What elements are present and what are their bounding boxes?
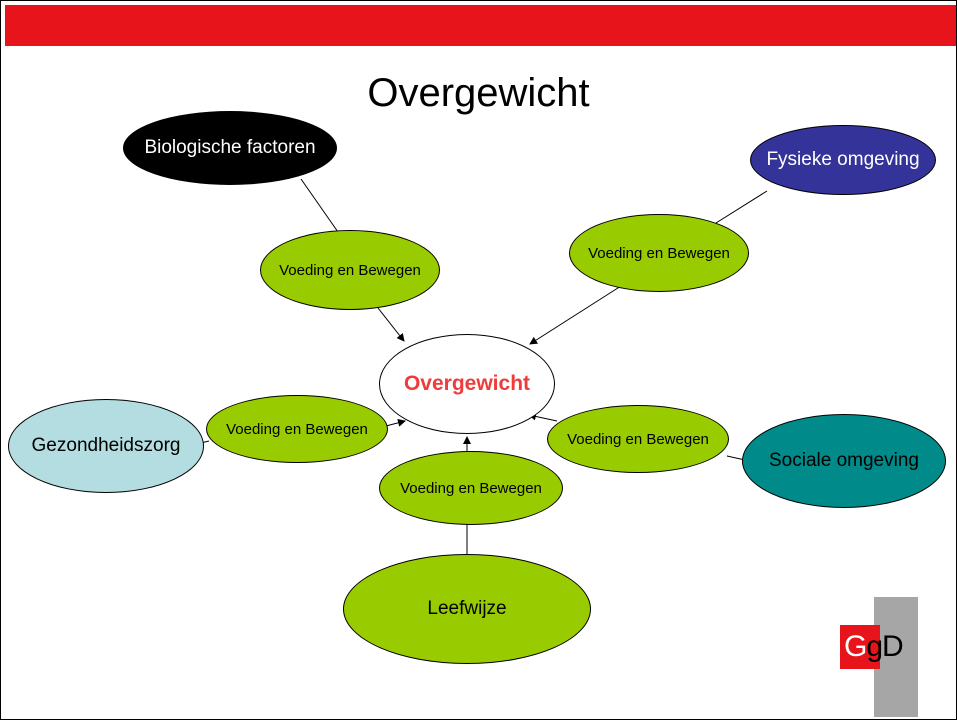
- center-node-label: Overgewicht: [403, 372, 531, 395]
- mediator-label: Voeding en Bewegen: [567, 430, 709, 448]
- slide-title: Overgewicht: [367, 71, 590, 115]
- header-bar: [5, 5, 956, 46]
- center-node-overgewicht: Overgewicht: [379, 334, 555, 434]
- mediator-label: Voeding en Bewegen: [588, 244, 730, 262]
- node-leefwijze-label: Leefwijze: [427, 598, 507, 619]
- node-leefwijze: Leefwijze: [343, 554, 591, 664]
- logo-text-part1: G: [844, 630, 867, 663]
- mediator-node-right: Voeding en Bewegen: [547, 405, 729, 473]
- ggd-logo: GgD: [840, 597, 928, 717]
- node-gezondheidszorg: Gezondheidszorg: [8, 399, 204, 493]
- mediator-node-bottom: Voeding en Bewegen: [379, 451, 563, 525]
- mediator-label: Voeding en Bewegen: [226, 420, 368, 438]
- arrow-mediator-to-center-1: [377, 307, 405, 342]
- node-biologische-factoren: Biologische factoren: [123, 111, 337, 185]
- node-gezondheidszorg-label: Gezondheidszorg: [31, 435, 181, 456]
- mediator-node-top-right: Voeding en Bewegen: [569, 214, 749, 292]
- mediator-node-left: Voeding en Bewegen: [206, 395, 388, 463]
- mediator-node-top-left: Voeding en Bewegen: [260, 230, 440, 310]
- arrow-mediator-to-center-3: [385, 418, 406, 427]
- mediator-label: Voeding en Bewegen: [400, 479, 542, 497]
- node-fysieke-omgeving-label: Fysieke omgeving: [766, 149, 920, 170]
- mediator-label: Voeding en Bewegen: [279, 261, 421, 279]
- node-biologische-factoren-label: Biologische factoren: [144, 137, 316, 158]
- node-fysieke-omgeving: Fysieke omgeving: [750, 125, 936, 195]
- line-fysieke-to-mediator: [715, 190, 768, 224]
- arrow-mediator-to-center-2: [529, 285, 622, 345]
- node-sociale-omgeving-label: Sociale omgeving: [769, 450, 919, 471]
- logo-text-part2: gD: [866, 630, 903, 663]
- node-sociale-omgeving: Sociale omgeving: [742, 414, 946, 508]
- line-biologische-to-mediator: [300, 178, 339, 233]
